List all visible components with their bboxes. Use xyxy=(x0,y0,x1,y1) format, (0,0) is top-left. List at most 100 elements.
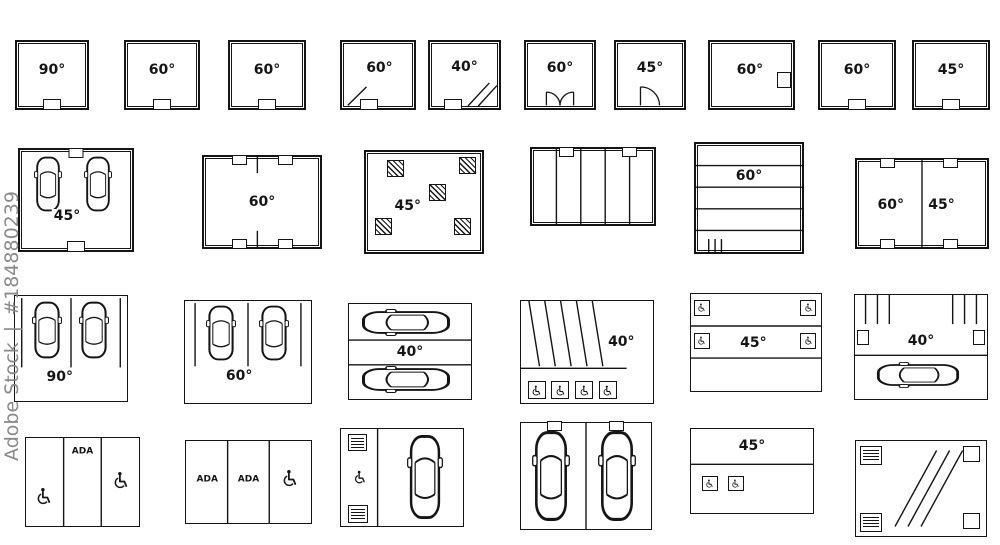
row-lines xyxy=(691,294,821,391)
door-opening xyxy=(942,99,960,110)
ada-label: ADA xyxy=(196,474,218,485)
angle-label: 60° xyxy=(364,60,395,77)
angle-label: 40° xyxy=(449,59,480,76)
wall-marker xyxy=(973,330,985,346)
corner-box xyxy=(962,513,980,530)
door-opening xyxy=(258,99,276,110)
wheelchair-icon xyxy=(804,336,813,345)
ada-placard xyxy=(551,381,570,399)
stall-marker xyxy=(278,155,294,165)
angle-label: 45° xyxy=(634,60,666,77)
stall-lines xyxy=(532,149,654,224)
angle-label: 45° xyxy=(738,334,769,351)
ada-placard xyxy=(693,299,710,316)
angled-stall-lines xyxy=(521,301,653,403)
wheelchair-icon xyxy=(353,470,367,484)
plan-tile-r2-2: 60° xyxy=(202,155,322,249)
car-side-icon xyxy=(361,366,451,393)
angle-label: 60° xyxy=(246,194,278,210)
ada-label: ADA xyxy=(237,474,260,485)
column-hatch xyxy=(386,160,404,177)
stall-lines xyxy=(26,438,139,526)
watermark-separator: | xyxy=(1,325,23,333)
stock-watermark: Adobe Stock|#184880239 xyxy=(1,176,23,476)
corner-diagonal-line xyxy=(342,42,414,108)
ada-sign xyxy=(348,433,368,451)
angle-label: 60° xyxy=(223,368,255,385)
angle-label: 45° xyxy=(935,61,967,78)
plan-tile-r3-6: 40° xyxy=(854,294,988,400)
plan-tile-r4-3 xyxy=(340,428,464,527)
ada-placard xyxy=(598,381,617,399)
plan-tile-r4-6 xyxy=(855,440,987,537)
double-door-swing xyxy=(526,42,594,108)
plan-tile-r1-3: 60° xyxy=(228,40,306,110)
wheelchair-icon xyxy=(531,385,542,396)
car-top-icon xyxy=(407,434,443,520)
plan-tile-r2-4 xyxy=(530,147,656,226)
wall-marker xyxy=(857,330,869,346)
ada-placard xyxy=(701,476,718,492)
stall-lines xyxy=(341,429,463,526)
wheelchair-icon xyxy=(281,469,299,487)
wheelchair-icon xyxy=(555,385,566,396)
wheelchair-icon xyxy=(697,303,706,312)
angle-label: 60° xyxy=(544,60,576,77)
hatch-stripe-lines xyxy=(856,441,986,536)
wheelchair-icon xyxy=(602,385,613,396)
wall-closet-box xyxy=(777,72,791,89)
stall-marker xyxy=(231,239,247,249)
angle-label: 60° xyxy=(146,61,178,78)
ada-placard xyxy=(800,332,817,349)
wheelchair-icon xyxy=(697,336,706,345)
plan-tile-r3-3: 40° xyxy=(348,303,472,400)
car-top-icon xyxy=(598,430,636,522)
stall-lines xyxy=(855,295,987,399)
stall-lines xyxy=(204,157,320,247)
plan-tile-r1-8: 60° xyxy=(708,40,795,110)
column-hatch xyxy=(454,218,472,235)
door-opening xyxy=(444,99,463,110)
ada-sign xyxy=(859,513,882,533)
car-top-icon xyxy=(32,301,62,359)
angle-label: 90° xyxy=(36,61,68,78)
stall-marker xyxy=(231,155,247,165)
row-line xyxy=(691,429,813,513)
column-hatch xyxy=(375,218,393,235)
column-hatch xyxy=(458,157,476,174)
angle-label: 60° xyxy=(841,61,873,78)
ada-placard xyxy=(727,476,744,492)
wheelchair-icon xyxy=(804,303,813,312)
wheelchair-icon xyxy=(35,487,53,505)
plan-tile-r4-2: ADA ADA xyxy=(185,440,312,524)
angle-label: 40° xyxy=(394,344,426,361)
plan-tile-r2-6: 60° 45° xyxy=(855,158,989,249)
plan-tile-r2-1: 45° xyxy=(18,148,134,252)
plan-tile-r1-7: 45° xyxy=(614,40,686,110)
car-top-icon xyxy=(84,156,112,212)
stall-lines xyxy=(186,441,311,523)
angle-label-right: 45° xyxy=(926,197,957,214)
stall-marker xyxy=(942,158,958,168)
ada-placard xyxy=(800,299,817,316)
car-side-icon xyxy=(876,362,960,388)
plan-tile-r2-3: 45° xyxy=(364,150,484,254)
plan-tile-r4-5: 45° xyxy=(690,428,814,514)
door-opening xyxy=(848,99,866,110)
door-opening xyxy=(67,241,85,252)
door-opening xyxy=(153,99,171,110)
watermark-brand: Adobe Stock xyxy=(1,342,23,461)
stall-marker xyxy=(880,158,896,168)
car-top-icon xyxy=(206,305,236,361)
angle-label: 60° xyxy=(251,61,283,78)
door-opening xyxy=(360,99,379,110)
plan-tile-r3-2: 60° xyxy=(184,300,312,404)
plan-tile-r1-5: 40° xyxy=(428,40,501,110)
wheelchair-icon xyxy=(579,385,590,396)
stall-marker xyxy=(942,239,958,249)
car-top-icon xyxy=(259,305,289,361)
car-top-icon xyxy=(34,156,62,212)
plan-tile-r1-9: 60° xyxy=(818,40,896,110)
car-top-icon xyxy=(532,430,570,522)
